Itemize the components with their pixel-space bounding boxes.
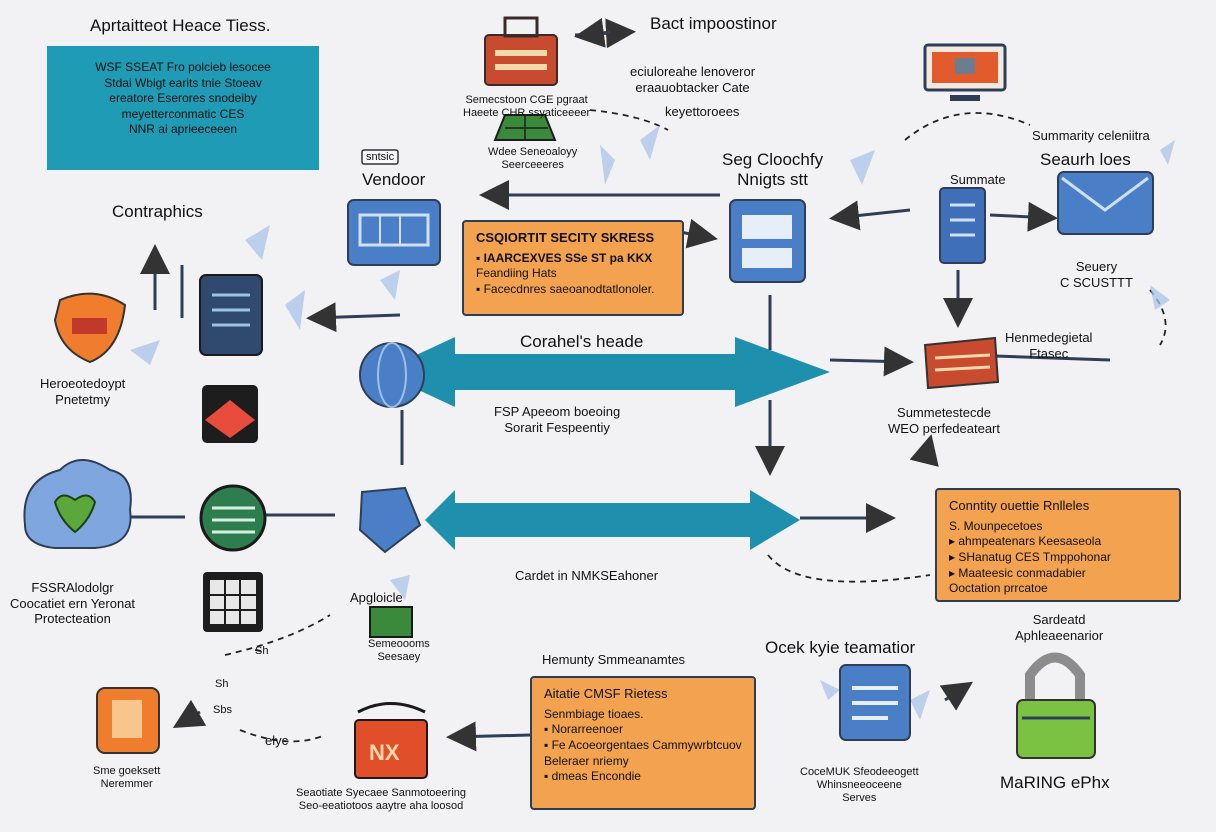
globe-icon xyxy=(359,342,425,408)
label-elyc: elyc xyxy=(265,733,289,748)
right-box-line: ▸ ahmpeatenars Keesaseola xyxy=(949,534,1102,549)
right-box-line: Ooctation prrcatoe xyxy=(949,581,1048,596)
right-info-box: Conntity ouettie Rnlleles S. Mounpecetoe… xyxy=(935,488,1181,602)
heart-cloud-icon xyxy=(23,459,132,549)
label-ssso: FSSRAlodolgr Coocatiet ern Yeronat Prote… xyxy=(10,580,136,627)
bottom-box-line: ▪ dmeas Encondie xyxy=(544,769,641,784)
padlock-icon xyxy=(1016,652,1096,759)
right-box-line: ▸ SHanatug CES Tmppohonar xyxy=(949,550,1111,565)
label-top-subtitle2: keyettoroees xyxy=(665,104,740,119)
center-info-box: CSQIORTIT SECITY SKRESS ▪ IAARCEXVES SSe… xyxy=(462,220,684,316)
folder-icon xyxy=(939,187,986,264)
label-hemunty: Hemunty Smmeanamtes xyxy=(542,652,686,667)
center-box-line: Feandiing Hats xyxy=(476,266,557,281)
bottom-box-line: Beleraer nriemy xyxy=(544,753,629,768)
center-box-line: ▪ Facecdnres saeoanodtatlonoler. xyxy=(476,282,655,297)
green-grid-icon xyxy=(493,114,557,141)
label-doc-badge: sntsic xyxy=(366,151,395,163)
label-sardeatd: Sardeatd Aphleaeenarior xyxy=(1015,612,1104,643)
puzzle-icon xyxy=(358,486,422,554)
center-double-arrow xyxy=(380,337,830,407)
label-apgloicle: Apgloicle xyxy=(350,590,403,605)
label-seuerey: Seuery C SCUSTTT xyxy=(1060,259,1133,290)
header-line: ereatore Eserores snodeiby xyxy=(109,91,257,106)
bottom-box-line: ▪ Fe Acoeorgentaes Cammywrbtcuov xyxy=(544,738,742,753)
bottom-box-line: Senmbiage tioaes. xyxy=(544,706,644,721)
mail-envelope-icon xyxy=(1057,171,1154,235)
right-box-title: Conntity ouettie Rnlleles xyxy=(949,498,1090,513)
dashed-connectors xyxy=(224,109,1167,743)
browser-window-icon xyxy=(347,199,441,266)
label-sh-3: Sbs xyxy=(213,704,232,716)
nx-card-icon: NX xyxy=(354,702,428,779)
label-cocemuk: CoceMUK Sfeodeeogett Whinsneeoceene Serv… xyxy=(800,766,919,805)
lower-double-arrow xyxy=(425,490,800,550)
briefcase-icon xyxy=(484,16,558,86)
header-panel: WSF SSEAT Fro polcieb lesocee Stdai Wbig… xyxy=(47,46,319,170)
label-summate: Summate xyxy=(950,172,1006,187)
warning-card-icon xyxy=(202,385,258,443)
small-green-chip-icon xyxy=(369,606,413,638)
label-heroeolodgy: Heroeotedoypt Pnetetmy xyxy=(40,376,126,407)
bottom-box-line: ▪ Norarreenoer xyxy=(544,722,623,737)
bottom-box-title: Aitatie CMSF Rietess xyxy=(544,686,668,701)
label-bottom-caption: Seaotiate Syecaee Sanmotoeering Seo-eeat… xyxy=(296,787,467,813)
header-line: NNR ai aprieeceeen xyxy=(128,122,238,137)
label-briefcase-caption: Semecstoon CGE pgraat Haeete CHR ssyatic… xyxy=(463,94,591,120)
target-circle-icon xyxy=(199,484,267,552)
label-henmed: Henmedegietal Ftasec xyxy=(1005,330,1093,361)
label-ocepe: Ocek kyie teamatior xyxy=(765,638,916,657)
label-top-flow: Bact impoostinor xyxy=(650,14,777,33)
server-tablet-icon xyxy=(199,274,263,356)
document-stack-icon xyxy=(839,664,911,741)
label-summarity: Summarity celeniitra xyxy=(1032,128,1150,143)
right-box-line: ▸ Maateesic conmadabier xyxy=(949,565,1086,580)
header-line: meyetterconmatic CES xyxy=(121,106,245,121)
database-document-icon xyxy=(729,199,806,283)
grid-table-icon xyxy=(203,572,263,632)
svg-text:NX: NX xyxy=(369,740,400,765)
paper-scraps xyxy=(130,125,1175,720)
label-center-mid: FSP Apeeom boeoing Sorarit Fespeentiy xyxy=(494,404,621,435)
header-line: WSF SSEAT Fro polcieb lesocee xyxy=(95,60,271,74)
shield-icon-orange xyxy=(53,292,127,364)
label-sh-1: Sh xyxy=(255,645,269,657)
label-green-caption: Wdee Seneoaloyy Seerceeeres xyxy=(488,146,578,172)
label-summeterate: Summetestecde WEO perfedeateart xyxy=(888,405,1000,436)
label-sg-cloochfy: Seg Cloochfy Nnigts stt xyxy=(722,150,824,190)
label-apg-sub: Semeoooms Seesaey xyxy=(368,638,430,664)
keyboard-icon xyxy=(923,336,1000,390)
label-top-subtitle: eciuloreahe lenoveror eraauobtacker Cate xyxy=(630,64,756,95)
bottom-info-box: Aitatie CMSF Rietess Senmbiage tioaes. ▪… xyxy=(530,676,756,810)
label-sh-2: Sh xyxy=(215,678,229,690)
header-line: Stdai Wbigt earits tnie Stoeav xyxy=(104,75,262,90)
header-title: Aprtaitteot Heace Tiess. xyxy=(90,16,271,35)
label-sme: Sme goeksett Neremmer xyxy=(93,765,161,791)
document-badge-icon xyxy=(361,149,399,165)
center-box-title: CSQIORTIT SECITY SKRESS xyxy=(476,230,655,245)
label-maring: MaRING ePhx xyxy=(1000,773,1110,792)
center-box-line: ▪ IAARCEXVES SSe ST pa KKX xyxy=(476,250,653,265)
label-contraphics: Contraphics xyxy=(112,202,203,221)
label-center-arrow: Corahel's heade xyxy=(520,332,644,351)
label-lower-arrow: Cardet in NMKSEahoner xyxy=(515,568,659,583)
right-box-line: S. Mounpecetoes xyxy=(949,518,1043,533)
label-vendor: Vendoor xyxy=(362,170,426,189)
shredder-icon xyxy=(96,687,160,754)
monitor-icon xyxy=(923,43,1007,101)
label-seuueh: Seaurh loes xyxy=(1040,150,1131,169)
